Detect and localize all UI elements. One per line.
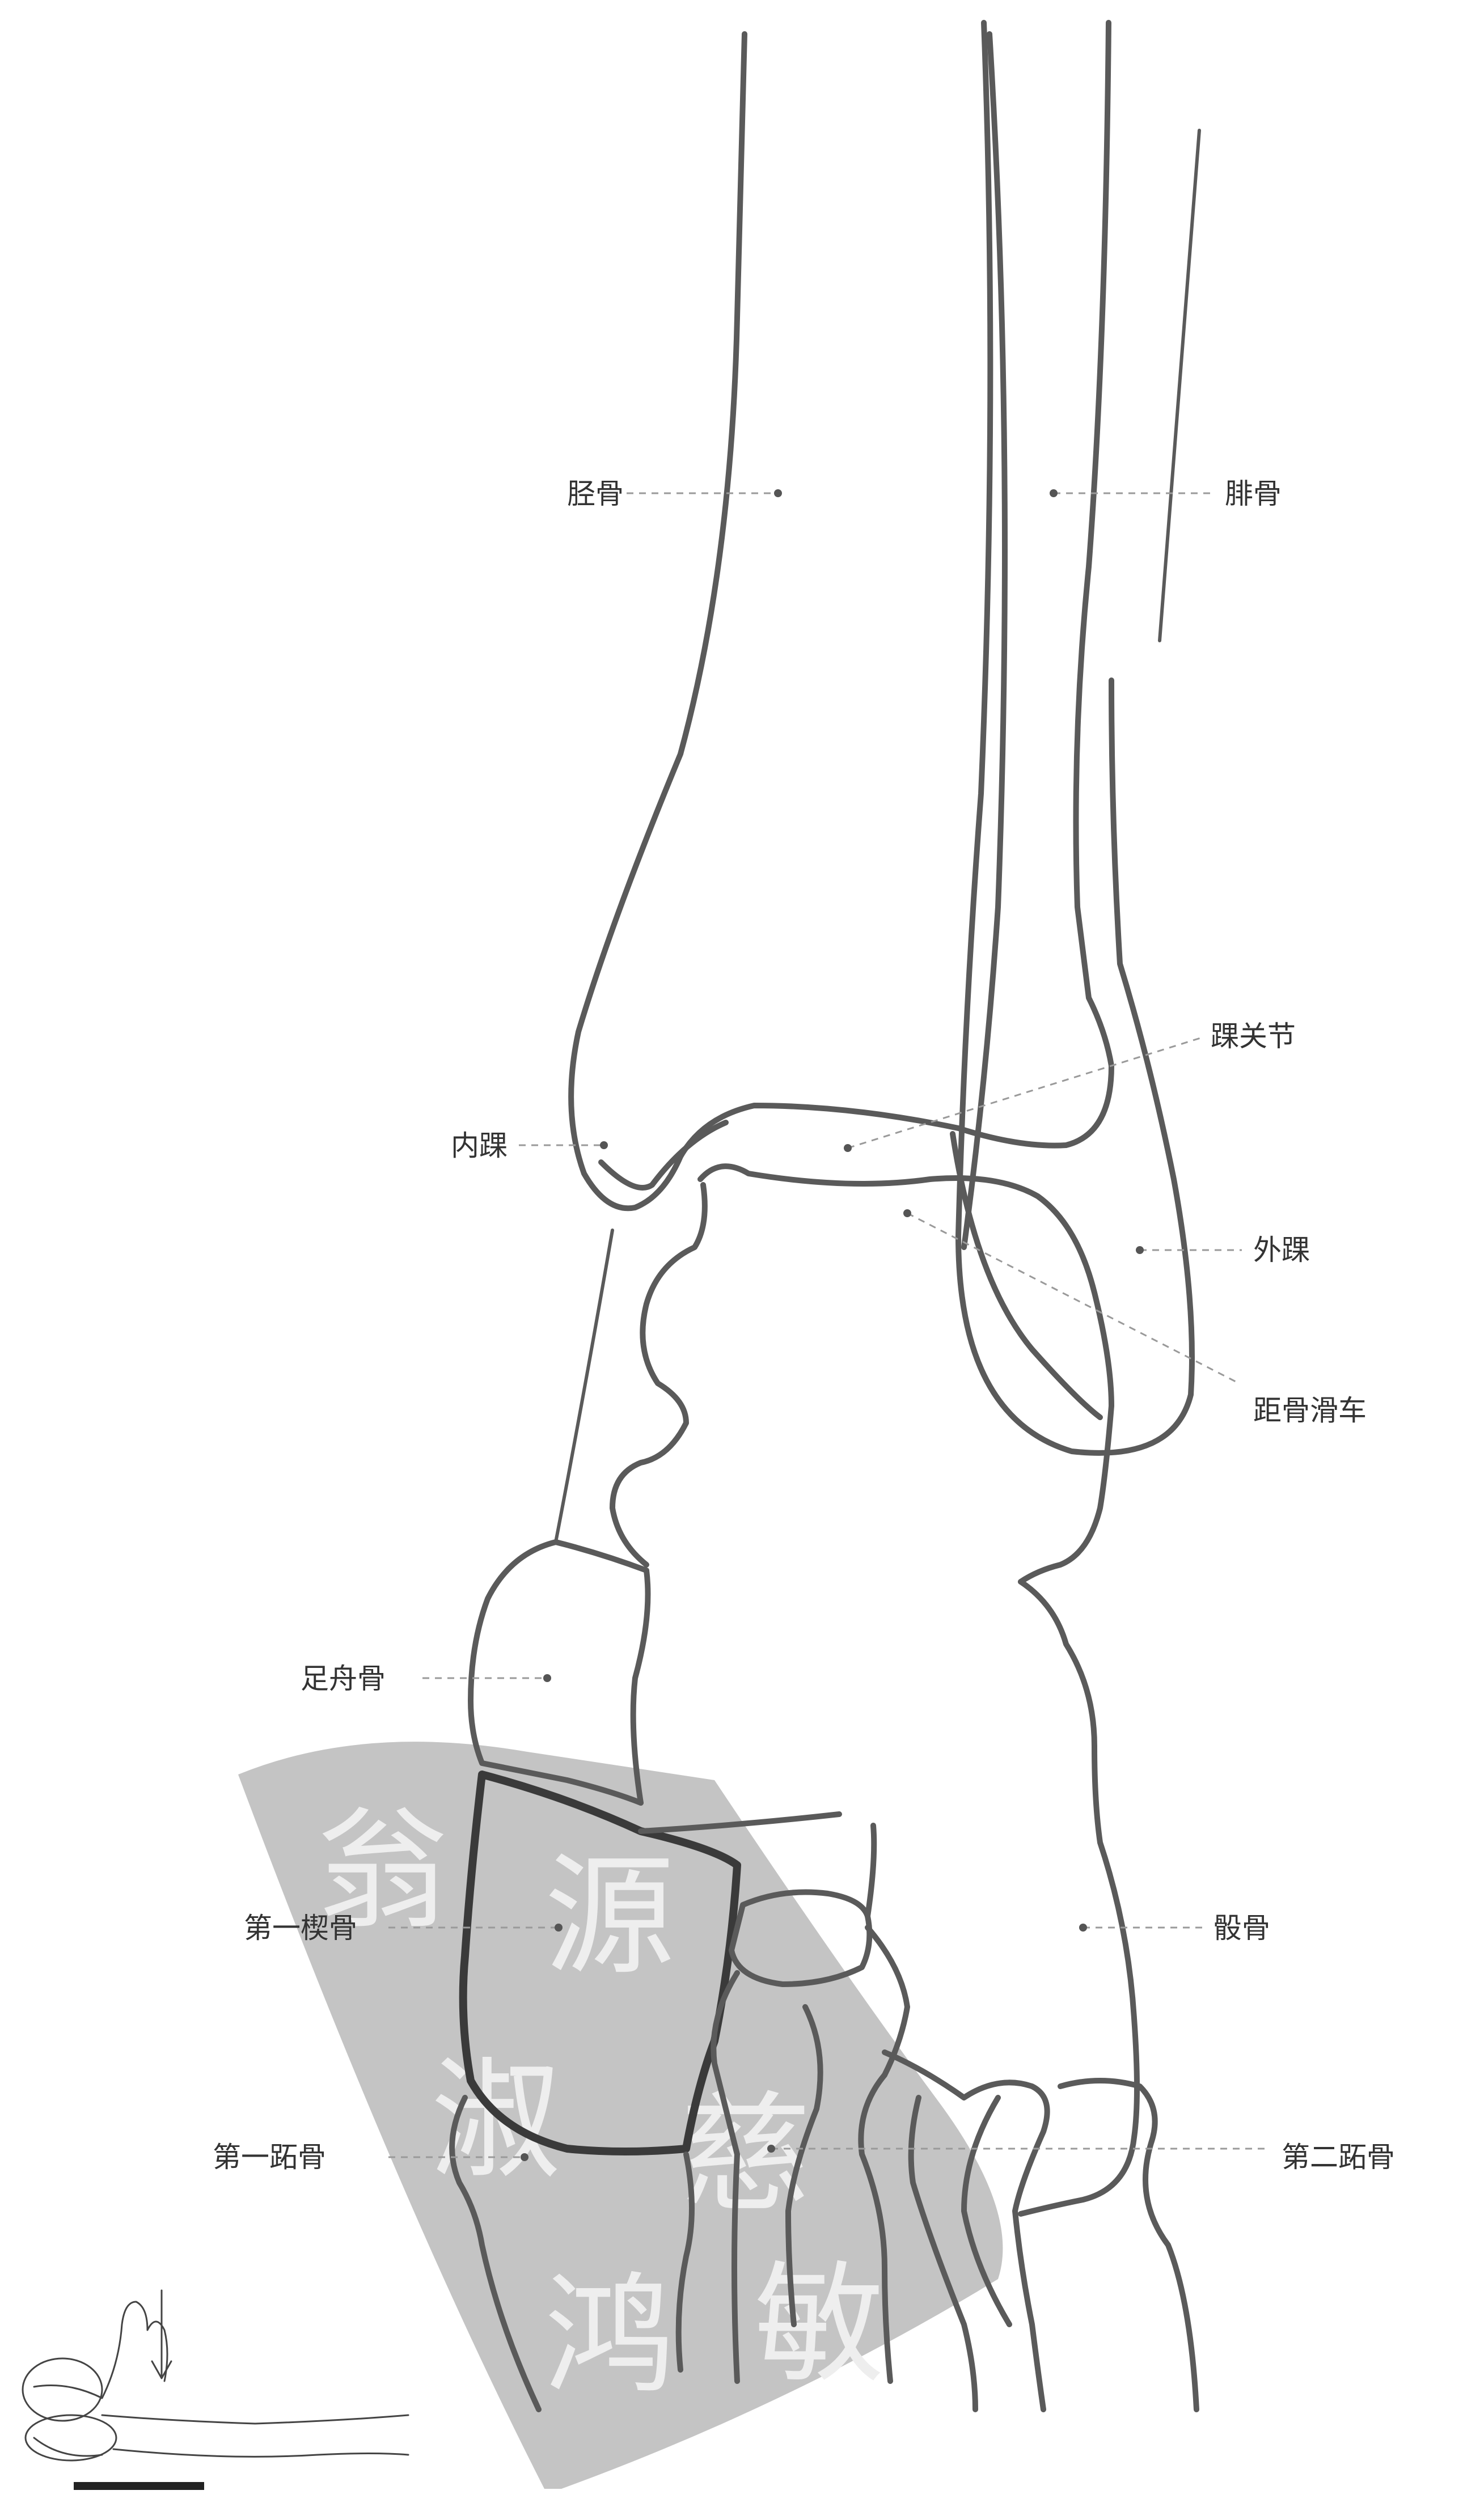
- watermark-stamp: 翁 源 淑 慈 鸿 敏: [238, 1742, 1003, 2489]
- beam-arrow-head: [151, 2360, 172, 2379]
- point-medial-cuneiform: [555, 1924, 563, 1932]
- point-lateral-malleolus: [1136, 1246, 1144, 1254]
- intermediate-cuneiform-outline: [729, 1823, 910, 2078]
- label-ankle-joint: 踝关节: [1211, 1020, 1296, 1053]
- label-lateral-malleolus: 外踝: [1253, 1234, 1310, 1267]
- watermark-char-3: 淑: [431, 2045, 561, 2197]
- label-medial-cuneiform: 第一楔骨: [244, 1912, 357, 1945]
- point-second-metatarsal: [767, 2145, 775, 2153]
- navicular-outline: [468, 1229, 651, 1806]
- calcaneus-outline: [1018, 1579, 1140, 2217]
- point-talar-trochlea: [903, 1209, 911, 1217]
- point-navicular: [543, 1674, 551, 1682]
- watermark-char-2: 源: [544, 1841, 675, 1993]
- label-cuboid: 骰骨: [1213, 1912, 1270, 1945]
- label-medial-malleolus: 内踝: [451, 1129, 508, 1162]
- watermark-char-6: 敏: [754, 2250, 885, 2401]
- point-medial-malleolus: [600, 1141, 608, 1149]
- point-tibia: [774, 489, 782, 497]
- tibia-outline: [568, 20, 1114, 1212]
- label-talar-trochlea: 距骨滑车: [1253, 1394, 1367, 1427]
- positioning-thumbnail: [22, 2289, 409, 2490]
- leader-lines: [388, 489, 1267, 2161]
- point-first-metatarsal: [521, 2153, 528, 2161]
- point-fibula: [1050, 489, 1058, 497]
- anatomy-labels: 胫骨 腓骨 踝关节 内踝 外踝 距骨滑车 足舟骨 第一楔骨 骰骨 第一跖骨 第二…: [213, 477, 1395, 2174]
- label-fibula: 腓骨: [1225, 477, 1282, 510]
- watermark-char-1: 翁: [318, 1796, 448, 1947]
- talus-outline: [610, 1131, 1114, 1585]
- label-tibia: 胫骨: [567, 477, 624, 510]
- label-second-metatarsal: 第二跖骨: [1282, 2141, 1395, 2174]
- watermark-char-5: 鸿: [544, 2261, 675, 2412]
- label-navicular: 足舟骨: [301, 1662, 386, 1695]
- metatarsals-outline: [449, 1970, 1199, 2412]
- leader-ankle-joint: [847, 1036, 1203, 1149]
- label-first-metatarsal: 第一跖骨: [213, 2141, 326, 2174]
- point-ankle-joint: [844, 1144, 852, 1152]
- medial-cuneiform-outline: [459, 1771, 842, 2155]
- watermark-shape: [238, 1742, 1003, 2489]
- point-cuboid: [1079, 1924, 1087, 1932]
- fibula-outline: [955, 20, 1201, 1456]
